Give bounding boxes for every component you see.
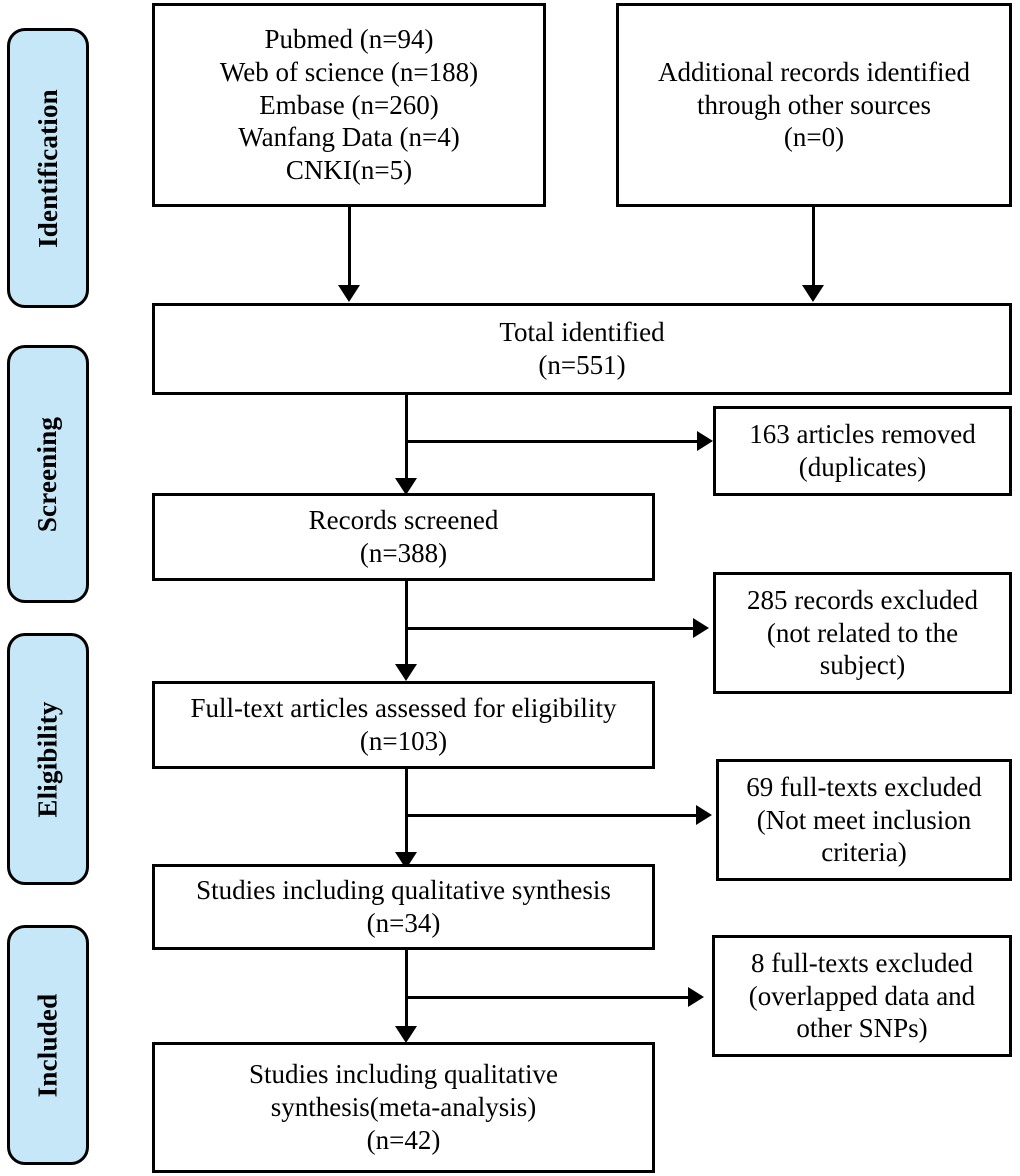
connector-databases-to-total [348,207,351,287]
qualitative-synthesis-line-2: (n=34) [366,908,441,938]
connector-total-to-duplicates [405,440,697,443]
arrowhead-databases-to-total [338,285,360,302]
stage-label-identification: Identification [32,88,63,248]
fulltext-assessed-line-2: (n=103) [359,726,448,756]
database-line-wanfang: Wanfang Data (n=4) [238,122,460,153]
stage-label-eligibility: Eligibility [32,700,63,818]
total-identified-line-2: (n=551) [538,350,626,380]
additional-records-line-3: (n=0) [783,122,845,153]
duplicates-removed-line-2: (duplicates) [798,452,927,482]
fulltext-excluded-inclusion-line-2: (Not meet inclusion [756,804,972,835]
box-fulltext-excluded-inclusion: 69 full-texts excluded (Not meet inclusi… [716,759,1012,881]
records-screened-line-2: (n=388) [359,538,448,568]
arrowhead-total-to-duplicates [697,431,713,451]
total-identified-line-1: Total identified [499,317,665,348]
connector-screened-to-fulltext [405,581,408,669]
box-fulltext-excluded-overlap: 8 full-texts excluded (overlapped data a… [712,935,1012,1057]
stage-chip-identification: Identification [7,28,89,308]
records-excluded-line-2: (not related to the [766,617,959,648]
stage-label-included: Included [32,993,63,1097]
box-total-identified: Total identified (n=551) [152,303,1012,395]
box-records-screened: Records screened (n=388) [152,493,655,581]
stage-label-screening: Screening [32,416,63,532]
additional-records-line-1: Additional records identified [658,56,970,87]
box-records-excluded: 285 records excluded (not related to the… [713,572,1012,694]
box-database-records: Pubmed (n=94) Web of science (n=188) Emb… [152,3,546,207]
fulltext-excluded-overlap-line-1: 8 full-texts excluded [751,947,973,978]
stage-chip-eligibility: Eligibility [7,633,89,885]
connector-qualitative-to-excluded [405,996,688,999]
database-line-embase: Embase (n=260) [259,89,439,120]
database-line-web-of-science: Web of science (n=188) [219,56,479,87]
box-duplicates-removed: 163 articles removed (duplicates) [713,406,1012,496]
arrowhead-qualitative-to-excluded [688,987,704,1007]
box-qualitative-synthesis: Studies including qualitative synthesis … [152,864,655,950]
records-screened-line-1: Records screened [308,505,499,536]
box-additional-records: Additional records identified through ot… [616,3,1012,207]
arrowhead-total-to-screened [395,478,417,495]
database-line-cnki: CNKI(n=5) [285,155,413,186]
stage-chip-included: Included [7,925,89,1165]
box-meta-analysis: Studies including qualitative synthesis(… [152,1042,655,1173]
box-fulltext-assessed: Full-text articles assessed for eligibil… [152,681,655,769]
meta-analysis-line-2: synthesis(meta-analysis) [270,1092,537,1123]
fulltext-excluded-overlap-line-3: other SNPs) [796,1013,928,1044]
connector-qualitative-to-meta [405,950,408,1030]
fulltext-excluded-inclusion-line-3: criteria) [821,837,907,868]
connector-fulltext-to-qualitative [405,769,408,857]
database-line-pubmed: Pubmed (n=94) [264,23,434,54]
connector-fulltext-to-excluded [405,814,696,817]
meta-analysis-line-1: Studies including qualitative [249,1059,558,1090]
arrowhead-qualitative-to-meta [395,1026,417,1043]
arrowhead-fulltext-to-excluded [696,805,712,825]
connector-screened-to-excluded [405,627,693,630]
fulltext-assessed-line-1: Full-text articles assessed for eligibil… [190,693,617,724]
arrowhead-screened-to-fulltext [395,664,417,681]
connector-additional-to-total [812,207,815,287]
fulltext-excluded-overlap-line-2: (overlapped data and [748,980,976,1011]
additional-records-line-2: through other sources [697,89,931,120]
connector-total-to-screened [405,395,408,483]
meta-analysis-line-3: (n=42) [366,1124,441,1155]
qualitative-synthesis-line-1: Studies including qualitative synthesis [196,875,611,906]
fulltext-excluded-inclusion-line-1: 69 full-texts excluded [746,771,982,802]
records-excluded-line-1: 285 records excluded [747,584,978,615]
arrowhead-screened-to-excluded [693,618,709,638]
stage-chip-screening: Screening [7,345,89,603]
arrowhead-additional-to-total [802,285,824,302]
duplicates-removed-line-1: 163 articles removed [749,419,976,450]
records-excluded-line-3: subject) [819,650,906,681]
